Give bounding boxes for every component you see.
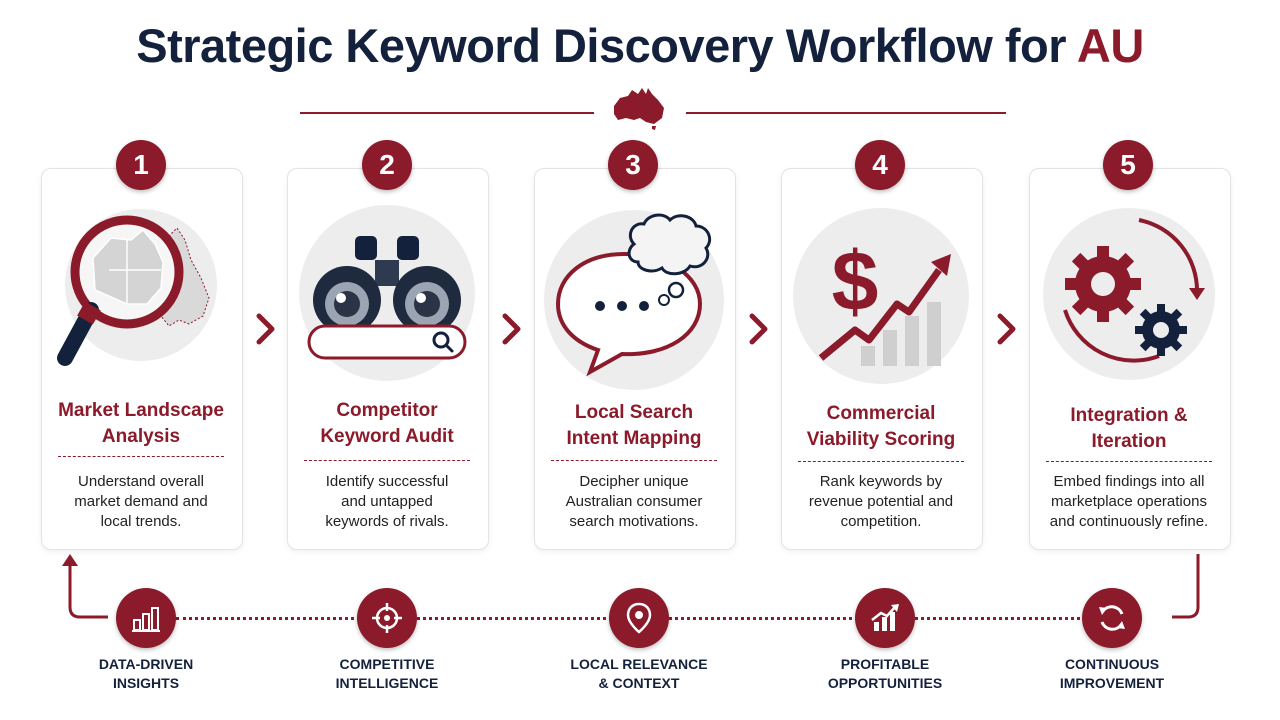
map-pin-icon [626,602,652,634]
step-title-5: Integration & Iteration [1029,403,1229,455]
step-title-3: Local Search Intent Mapping [534,400,734,452]
chevron-right-icon [502,313,521,345]
outcome-label-text: COMPETITIVE INTELLIGENCE [335,656,439,691]
outcome-badge-3 [609,588,669,648]
step-description-3: Decipher unique Australian consumer sear… [539,472,729,532]
step-number-badge: 4 [855,140,905,190]
outcome-badge-5 [1082,588,1142,648]
refresh-cycle-icon [1099,605,1125,631]
outcome-badge-2 [357,588,417,648]
title-divider-right [686,112,1006,114]
chevron-right-icon [997,313,1016,345]
step-title-2: Competitor Keyword Audit [287,398,487,450]
step-divider [58,456,224,457]
outcome-label-2: COMPETITIVE INTELLIGENCE [302,655,472,693]
feedback-loop-arrow [62,554,1200,619]
step-description-1: Understand overall market demand and loc… [46,472,236,532]
gears-cycle-icon [1043,208,1215,380]
step-divider [798,461,964,462]
step-number-badge: 1 [116,140,166,190]
dollar-growth-chart-icon: $ [793,208,969,384]
growth-chart-icon [871,604,899,631]
step-title-line: Commercial Viability Scoring [806,403,956,450]
australia-map-icon [614,88,664,130]
crosshair-target-icon [372,603,402,633]
step-title-4: Commercial Viability Scoring [781,401,981,453]
step-divider [1046,461,1212,462]
step-title-line: Local Search Intent Mapping [566,402,702,449]
step-title-line: Competitor Keyword Audit [320,400,454,447]
step-title-line: Integration & Iteration [1070,405,1188,452]
step-description-text: Rank keywords by revenue potential and c… [808,473,954,530]
step-description-text: Embed findings into all marketplace oper… [1049,473,1209,530]
outcome-label-text: LOCAL RELEVANCE & CONTEXT [570,656,708,691]
step-title-1: Market Landscape Analysis [41,398,241,450]
step-description-2: Identify successful and untapped keyword… [292,472,482,532]
step-divider [304,460,470,461]
step-title-line: Market Landscape Analysis [58,400,224,447]
title-main: Strategic Keyword Discovery Workflow for [136,19,1077,72]
outcome-badge-1 [116,588,176,648]
outcome-label-1: DATA-DRIVEN INSIGHTS [61,655,231,693]
step-number-badge: 2 [362,140,412,190]
outcome-label-4: PROFITABLE OPPORTUNITIES [800,655,970,693]
speech-thought-bubble-icon [544,210,724,390]
outcome-label-text: DATA-DRIVEN INSIGHTS [98,656,194,691]
binoculars-search-bar-icon [299,205,475,381]
bar-chart-icon [132,607,160,632]
outcome-label-text: PROFITABLE OPPORTUNITIES [827,656,943,691]
outcome-label-5: CONTINUOUS IMPROVEMENT [1027,655,1197,693]
magnifier-australia-map-icon [57,209,217,366]
step-description-text: Understand overall market demand and loc… [74,473,208,530]
step-divider [551,460,717,461]
svg-text:$: $ [832,234,879,328]
step-description-text: Identify successful and untapped keyword… [325,473,449,530]
page-title: Strategic Keyword Discovery Workflow for… [0,18,1280,73]
chevron-right-icon [749,313,768,345]
outcome-badge-4 [855,588,915,648]
step-description-5: Embed findings into all marketplace oper… [1034,472,1224,532]
outcome-label-3: LOCAL RELEVANCE & CONTEXT [554,655,724,693]
step-number-badge: 5 [1103,140,1153,190]
title-accent: AU [1076,19,1144,72]
step-description-4: Rank keywords by revenue potential and c… [786,472,976,532]
outcome-label-text: CONTINUOUS IMPROVEMENT [1059,656,1165,691]
chevron-right-icon [256,313,275,345]
title-divider-left [300,112,594,114]
step-number-badge: 3 [608,140,658,190]
step-description-text: Decipher unique Australian consumer sear… [565,473,703,530]
